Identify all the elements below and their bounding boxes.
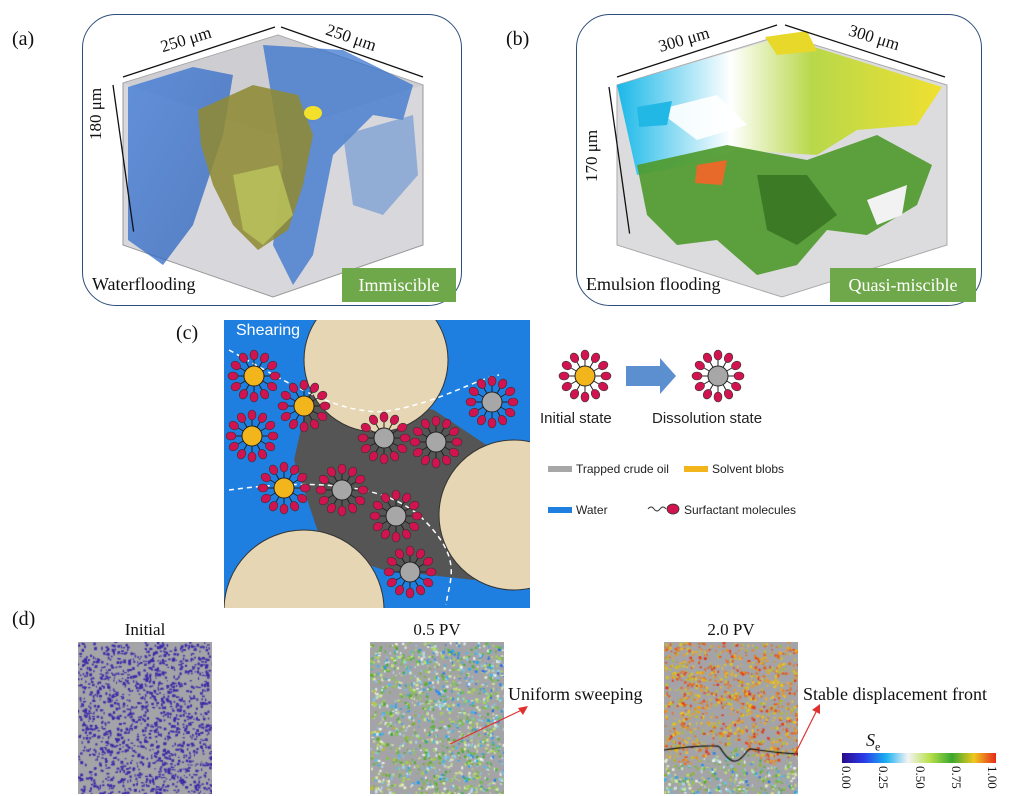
oil-micelle: [315, 463, 369, 517]
colorbar-label: Se: [866, 730, 880, 755]
initial-saturation-map: [78, 642, 212, 794]
water-region-back: [343, 115, 418, 215]
state-icons: [558, 349, 745, 403]
panel-a-card: [82, 14, 462, 306]
solvent-micelle: [277, 379, 331, 433]
panel-b-letter: (b): [506, 28, 530, 50]
panel-a-letter: (a): [12, 28, 35, 50]
dim-line-z: [280, 26, 424, 78]
panel-b-caption: Emulsion flooding: [586, 274, 721, 294]
oil-micelle: [409, 415, 463, 469]
dissolution-state-micelle: [691, 349, 745, 403]
initial-state-micelle: [558, 349, 612, 403]
pv20-title: 2.0 PV: [707, 620, 755, 639]
colorbar: [842, 753, 996, 763]
uniform-sweeping-annotation: Uniform sweeping: [508, 684, 643, 704]
legend-oil-swatch: [548, 466, 572, 472]
panel-a-dim-y: 180 μm: [86, 87, 105, 140]
colorbar-tick-3: 0.75: [949, 766, 964, 789]
colorbar-label-sub: e: [875, 739, 881, 754]
legend-surfactant-label: Surfactant molecules: [684, 503, 797, 517]
panel-a-caption: Waterflooding: [92, 274, 196, 294]
white-patch-2: [867, 185, 907, 225]
top-sheet: [617, 37, 942, 175]
state-arrow: [626, 358, 676, 394]
green-shadow: [757, 175, 837, 245]
oil-micelle: [369, 489, 423, 543]
legend-oil-label: Trapped crude oil: [576, 462, 669, 476]
panel-b-card: [576, 14, 982, 306]
state-diagram: [558, 349, 745, 403]
oil-micelle: [357, 411, 411, 465]
panel-b-dim-y: 170 μm: [582, 129, 601, 182]
solvent-micelle: [227, 349, 281, 403]
dim-line-x: [616, 24, 778, 78]
colorbar-tick-2: 0.50: [913, 766, 928, 789]
cyan-patch: [637, 101, 672, 127]
panel-b-render: [608, 24, 948, 298]
yellow-corner: [765, 31, 817, 55]
oil-micelle: [383, 545, 437, 599]
panel-a-render: [112, 26, 424, 298]
dissolution-state-label: Dissolution state: [652, 410, 763, 427]
initial-state-label: Initial state: [540, 410, 612, 427]
oil-droplet: [304, 106, 322, 120]
colorbar-tick-4: 1.00: [985, 766, 1000, 789]
dim-line-y: [608, 86, 631, 234]
colorbar-tick-1: 0.25: [876, 766, 891, 789]
flow-path-1: [228, 349, 500, 413]
panel-d-letter: (d): [12, 608, 36, 630]
colorbar-label-main: S: [866, 730, 875, 750]
legend-solvent-label: Solvent blobs: [712, 462, 785, 476]
oil-highlight: [233, 165, 293, 245]
dim-line-y: [112, 84, 135, 232]
legend-water-swatch: [548, 507, 572, 513]
shearing-label: Shearing: [236, 322, 301, 339]
micelle-group: [225, 349, 519, 599]
colorbar-tick-0: 0.00: [839, 766, 854, 789]
stable-front-annotation: Stable displacement front: [803, 684, 987, 704]
pore-scene-svg: [224, 320, 530, 608]
annotation-arrow-1: [449, 706, 528, 745]
pore-scene: [224, 320, 530, 608]
dim-line-z: [784, 24, 946, 78]
red-patch: [695, 160, 727, 185]
pv05-title: 0.5 PV: [413, 620, 461, 639]
pv20-saturation-map: [664, 642, 798, 794]
legend-solvent-swatch: [684, 466, 708, 472]
solvent-micelle: [257, 461, 311, 515]
panel-b-tag: Quasi-miscible: [830, 268, 976, 302]
panel-c-letter: (c): [176, 322, 199, 344]
grain-right: [438, 439, 530, 591]
white-patch: [657, 95, 747, 140]
annotation-arrow-2: [793, 704, 820, 757]
dim-line-x: [122, 26, 276, 78]
initial-title: Initial: [124, 620, 166, 639]
pv05-saturation-map: [370, 642, 504, 794]
solvent-micelle: [225, 409, 279, 463]
grain-bottom-left: [224, 529, 385, 608]
legend-water-label: Water: [576, 503, 608, 517]
panel-a-tag: Immiscible: [342, 268, 456, 302]
oil-micelle: [465, 375, 519, 429]
surfactant-icon: [647, 503, 680, 515]
